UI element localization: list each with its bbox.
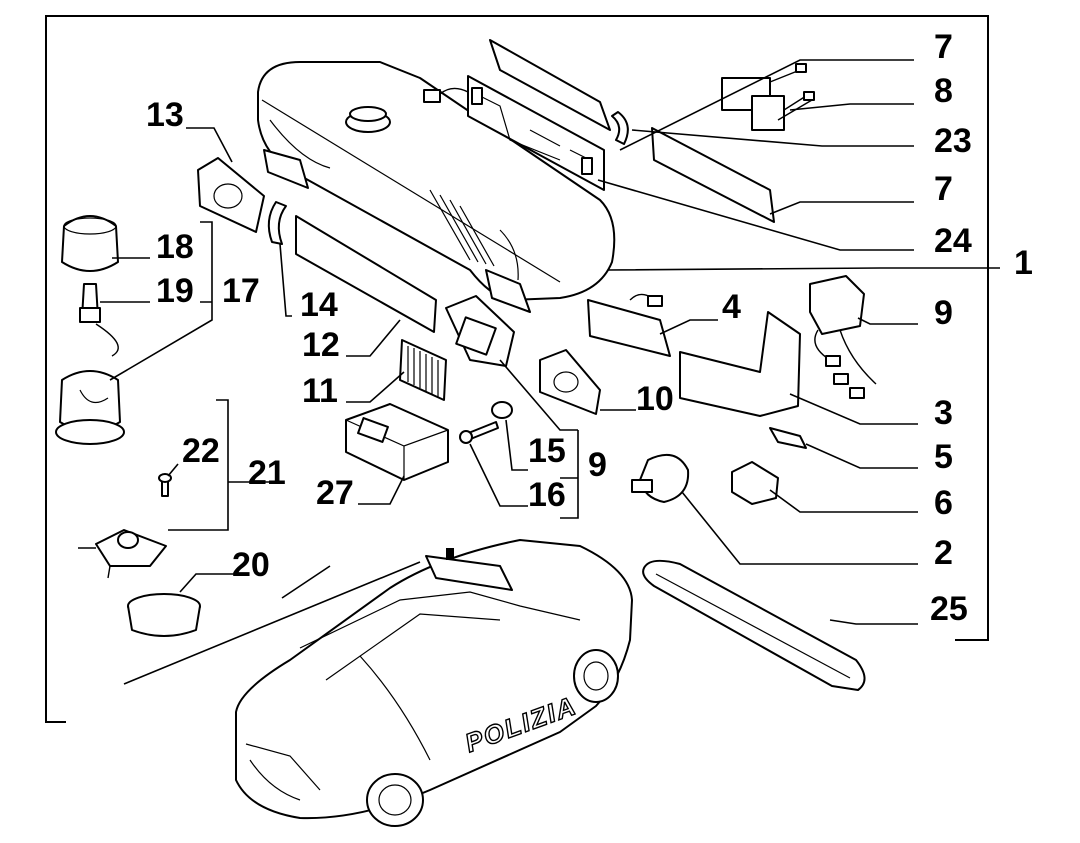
callout-22: 21 xyxy=(248,454,286,492)
callout-7a: 7 xyxy=(934,28,953,66)
callout-16: 15 xyxy=(528,432,566,470)
callout-10: 9 xyxy=(588,446,607,484)
seal-clip xyxy=(611,111,629,145)
seal-strip-left xyxy=(267,201,287,245)
callout-labels: 7 8 23 7 24 1 9 4 3 5 6 2 25 10 9 15 16 … xyxy=(146,28,1033,628)
screw-and-grommet xyxy=(459,401,513,444)
callout-27: 27 xyxy=(316,474,354,512)
callout-17: 16 xyxy=(528,476,566,514)
lens-section xyxy=(587,299,671,357)
control-unit xyxy=(345,403,449,481)
callout-3: 3 xyxy=(934,394,953,432)
beacon-light xyxy=(55,215,125,445)
mount-bracket xyxy=(631,453,690,503)
callout-19: 18 xyxy=(156,228,194,266)
callout-15: 14 xyxy=(300,286,338,324)
callout-23: 22 xyxy=(182,432,220,470)
callout-13: 12 xyxy=(302,326,340,364)
gasket xyxy=(642,559,866,691)
callout-2: 2 xyxy=(934,534,953,572)
police-car: POLIZIA xyxy=(235,539,633,827)
callout-26: 25 xyxy=(930,590,968,628)
switch xyxy=(731,461,779,505)
corner-lens xyxy=(679,311,801,417)
junction-box xyxy=(809,275,877,399)
callout-20: 19 xyxy=(156,272,194,310)
callout-9: 9 xyxy=(934,294,953,332)
wire-harness xyxy=(721,63,815,131)
frame-bracket xyxy=(45,15,989,723)
lens-cover-top xyxy=(489,39,611,131)
callout-25: 24 xyxy=(934,222,972,260)
bracket-housing xyxy=(445,295,515,367)
callout-21: 20 xyxy=(232,546,270,584)
callout-6: 6 xyxy=(934,484,953,522)
end-cap-left xyxy=(197,157,265,233)
lens-cover-right xyxy=(651,127,775,223)
callout-14: 13 xyxy=(146,96,184,134)
callout-18: 17 xyxy=(222,272,260,310)
callout-8: 8 xyxy=(934,72,953,110)
bulb xyxy=(769,427,807,449)
corner-cap xyxy=(539,349,601,415)
lens-front xyxy=(295,215,437,333)
callout-11: 10 xyxy=(636,380,674,418)
callout-7b: 7 xyxy=(934,170,953,208)
circuit-board xyxy=(423,75,605,191)
leader-lines xyxy=(100,59,1000,685)
grille-insert xyxy=(399,339,447,401)
mounting-kit xyxy=(78,473,172,579)
callout-5: 5 xyxy=(934,438,953,476)
callout-4: 4 xyxy=(722,288,741,326)
light-bar xyxy=(257,61,616,313)
callout-12: 11 xyxy=(302,372,338,410)
callout-24: 23 xyxy=(934,122,972,160)
magnetic-base xyxy=(127,593,201,637)
callout-1: 1 xyxy=(1014,244,1033,282)
